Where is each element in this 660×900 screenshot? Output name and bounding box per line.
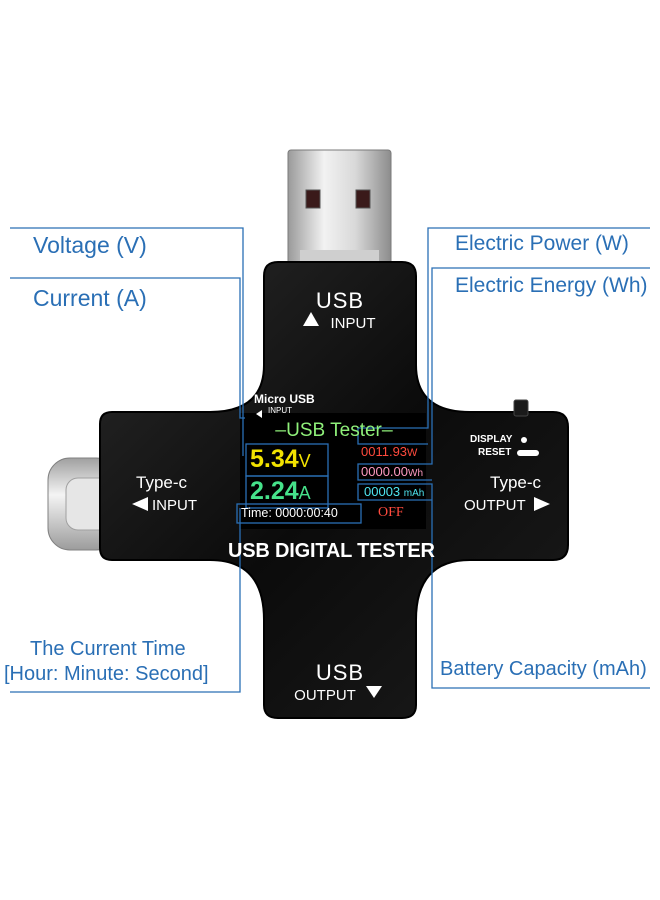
typec-output-sub: OUTPUT	[464, 497, 526, 514]
status-off: OFF	[378, 505, 404, 520]
typec-output-title: Type-c	[490, 473, 542, 492]
display-dot-icon	[521, 437, 527, 443]
current-unit: A	[298, 483, 311, 503]
voltage-value: 5.34	[250, 445, 299, 473]
usb-output-sub: OUTPUT	[294, 687, 356, 704]
reset-switch-icon	[517, 450, 539, 456]
screen-boxes	[236, 443, 362, 524]
lcd-screen	[240, 413, 426, 529]
display-label: DISPLAY	[470, 434, 513, 445]
energy-unit: Wh	[408, 468, 423, 479]
callout-current-time-line2: [Hour: Minute: Second]	[4, 663, 209, 685]
side-button[interactable]	[513, 399, 529, 417]
micro-usb-title: Micro USB	[254, 392, 315, 406]
screen-title-dash-left: —	[275, 420, 287, 441]
power-reading: 0011.93W	[361, 444, 417, 459]
power-value: 0011.93	[361, 444, 408, 459]
usb-a-plug	[287, 149, 392, 267]
callout-power: Electric Power (W)	[455, 232, 629, 255]
arrow-right-icon	[534, 497, 550, 511]
callout-lines	[10, 227, 650, 693]
micro-usb-label: Micro USB INPUT	[254, 392, 344, 415]
brand-text: USB DIGITAL TESTER	[228, 540, 435, 562]
usb-output-label: USB OUTPUT	[290, 660, 390, 704]
callout-current: Current (A)	[33, 285, 147, 311]
arrow-down-icon	[366, 686, 382, 698]
callout-voltage: Voltage (V)	[33, 232, 147, 258]
callout-capacity: Battery Capacity (mAh)	[440, 658, 647, 680]
usb-output-title: USB	[315, 660, 365, 685]
power-unit: W	[407, 447, 418, 459]
capacity-value: 00003	[364, 484, 401, 499]
callout-energy: Electric Energy (Wh)	[455, 274, 648, 297]
screen-title-dash-right: —	[381, 420, 393, 441]
typec-input-title: Type-c	[136, 473, 188, 492]
voltage-reading: 5.34V	[250, 445, 311, 474]
micro-usb-sub: INPUT	[268, 406, 292, 415]
typec-input-sub: INPUT	[152, 497, 197, 514]
capacity-unit: mAh	[403, 488, 425, 499]
reset-label: RESET	[478, 447, 512, 458]
current-value: 2.24	[250, 477, 299, 505]
time-reading: Time: 0000:00:40	[241, 506, 338, 520]
usb-input-label: USB INPUT	[290, 288, 390, 332]
screen-title-text: USB Tester	[286, 420, 382, 441]
typec-input-label: Type-c INPUT	[130, 473, 220, 514]
usb-input-title: USB	[315, 288, 365, 313]
arrow-left-icon	[132, 497, 148, 511]
arrow-up-icon	[303, 312, 319, 326]
energy-reading: 0000.00Wh	[361, 464, 423, 479]
current-reading: 2.24A	[250, 477, 311, 506]
typec-output-label: Type-c OUTPUT	[462, 473, 562, 514]
voltage-unit: V	[298, 451, 311, 471]
callout-current-time-line1: The Current Time	[30, 638, 186, 660]
capacity-reading: 00003 mAh	[364, 484, 424, 499]
usb-input-sub: INPUT	[330, 315, 376, 332]
micro-arrow-left-icon	[256, 410, 262, 418]
energy-value: 0000.00	[361, 464, 408, 479]
screen-title: —USB Tester—	[244, 420, 424, 442]
